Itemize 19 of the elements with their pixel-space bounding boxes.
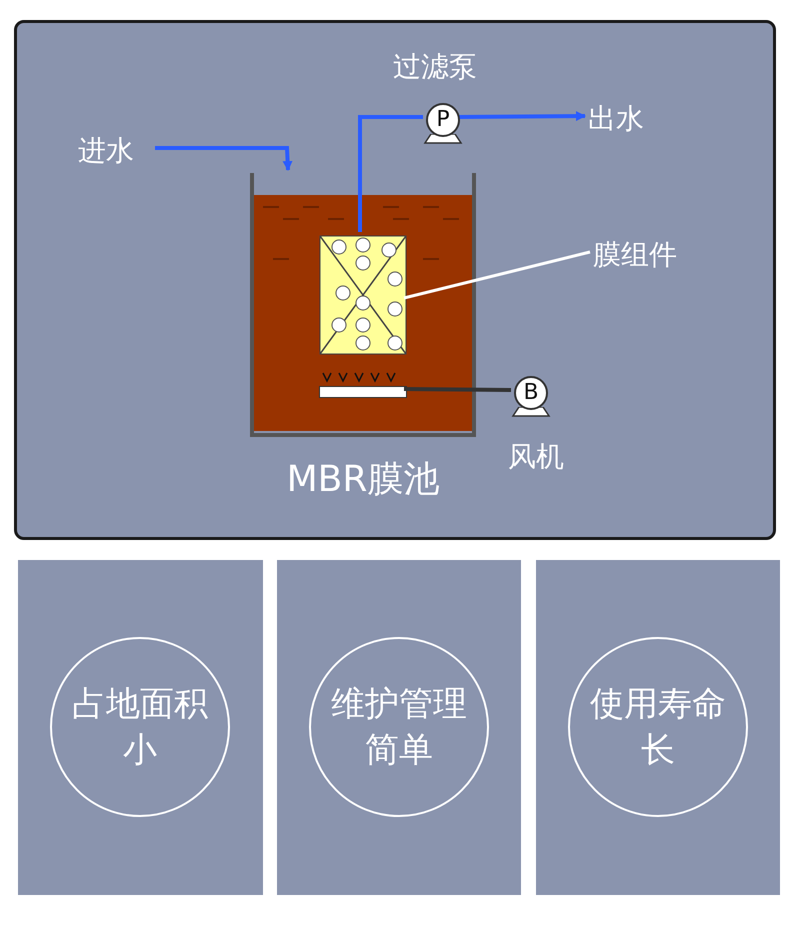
- equipment-label: 过滤泵: [393, 49, 477, 85]
- feature-circle: 占地面积小: [50, 637, 230, 817]
- air-pipe: [404, 387, 512, 392]
- inlet-pipe-arrow: [155, 146, 293, 171]
- callout-label: 膜组件: [593, 235, 708, 275]
- outlet-pipe-arrow: [456, 111, 586, 122]
- feature-circle: 维护管理简单: [309, 637, 489, 817]
- leader-line: [404, 250, 590, 300]
- permeate-pipe: [358, 115, 423, 232]
- diagram-panel: [14, 20, 776, 540]
- feature-circle: 使用寿命长: [568, 637, 748, 817]
- equipment-label: 风机: [508, 439, 564, 475]
- outlet-label: 出水: [588, 99, 663, 139]
- feature-card: [277, 560, 521, 895]
- feature-card: [536, 560, 780, 895]
- inlet-label: 进水: [78, 131, 158, 171]
- feature-card: [18, 560, 263, 895]
- tank-label: MBR膜池: [286, 458, 440, 502]
- aerator-bar: [319, 386, 407, 398]
